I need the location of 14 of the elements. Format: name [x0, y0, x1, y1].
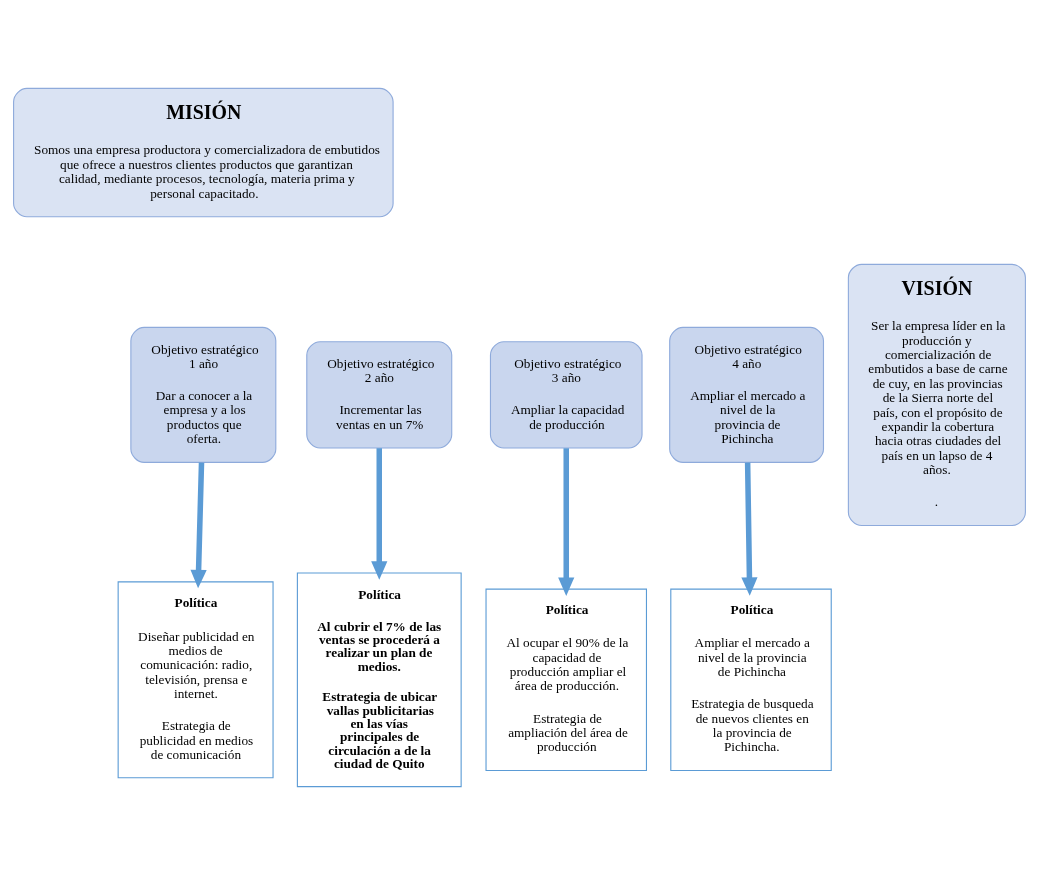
arrow — [740, 462, 758, 596]
node-box: Objetivo estratégico 3 año Ampliar la capacidad de producción — [489, 341, 643, 449]
node-box: Política Al cubrir el 7% de las ventas se procederá a realizar un plan de medios. Estrategia de ubicar vallas publicitarias en las vías principales de circulación a de la ciudad de Quito — [296, 572, 462, 788]
node-box: Objetivo estratégico 4 año Ampliar el mercado a nivel de la provincia de Pichincha — [668, 326, 824, 463]
arrow — [370, 448, 387, 580]
arrow — [189, 462, 207, 589]
node-box: Objetivo estratégico 2 año Incrementar las ventas en un 7% — [305, 341, 452, 449]
node-box: Política Diseñar publicidad en medios de comunicación: radio, televisión, prensa e internet. Estrategia de publicidad en medios de comunicación — [117, 581, 274, 779]
node-box: Objetivo estratégico 1 año Dar a conocer a la empresa y a los productos que oferta. — [129, 326, 276, 463]
node-box: VISIÓN Ser la empresa líder en la producción y comercialización de embutidos a base de carne de cuy, en las provincias de la Sierra norte del país, con el propósito de expandir la cobertura hacia otras ciudades del país en un lapso de 4 años. . — [847, 263, 1026, 526]
node-box: Política Ampliar el mercado a nivel de la provincia de Pichincha Estrategia de busqueda de nuevos clientes en la provincia de Pichincha. — [669, 588, 832, 772]
node-box: Política Al ocupar el 90% de la capacidad de producción ampliar el área de producción. Estrategia de ampliación del área de producción — [484, 588, 647, 772]
arrow — [557, 448, 574, 596]
node-box: MISIÓN Somos una empresa productora y comercializadora de embutidos que ofrece a nuestros clientes productos que garantizan calidad, mediante procesos, tecnología, materia prima y personal capacitado. — [12, 87, 394, 218]
